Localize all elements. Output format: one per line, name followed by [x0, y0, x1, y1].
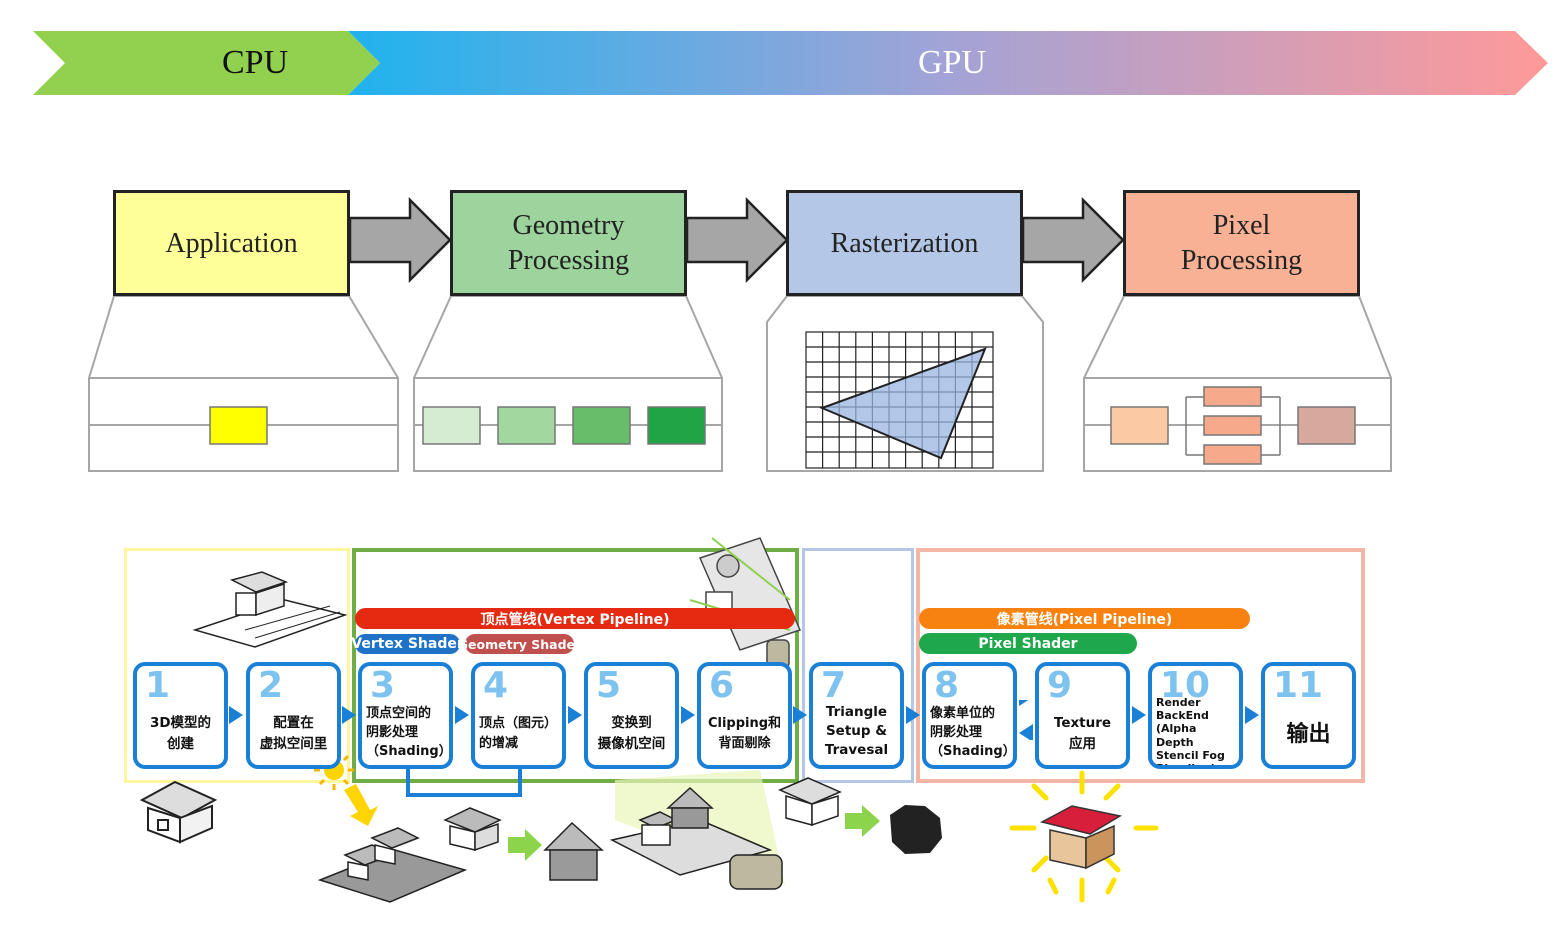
step-number: 1	[145, 665, 171, 706]
vertex-pipeline-label: 顶点管线(Vertex Pipeline)	[355, 608, 795, 629]
step-connectors	[229, 700, 1259, 740]
region-geometry	[352, 548, 799, 783]
pixel-shader-label: Pixel Shader	[919, 633, 1137, 654]
pixel-pipeline-label: 像素管线(Pixel Pipeline)	[919, 608, 1250, 629]
step-number: 5	[596, 665, 622, 706]
step-number: 11	[1273, 665, 1324, 706]
camera-device-icon	[698, 537, 802, 669]
step-number: 3	[370, 665, 396, 706]
step-3: 3 顶点空间的 阴影处理 （Shading）	[358, 662, 453, 769]
textured-house-icon	[1039, 805, 1123, 870]
step-number: 2	[258, 665, 284, 706]
stage-arrow-2	[685, 196, 789, 284]
gpu-arrow	[348, 31, 1548, 95]
step-text: 顶点（图元） 的增减	[479, 716, 558, 751]
glow-rays-icon	[1009, 770, 1159, 903]
stage-application: Application	[113, 190, 350, 296]
connector-arrow	[1245, 706, 1259, 724]
house-on-plane-icon	[192, 571, 348, 648]
step-text: 变换到 摄像机空间	[597, 715, 666, 752]
cpu-gpu-banner	[33, 31, 1548, 95]
cone-house-icon	[543, 821, 604, 881]
vertex-shader-label: Vertex Shader	[351, 634, 464, 654]
house-outline-icon	[778, 777, 842, 827]
house-icon	[139, 780, 218, 844]
region-application	[124, 548, 350, 783]
step-number: 8	[934, 665, 960, 706]
step-text: 配置在 虚拟空间里	[259, 715, 328, 752]
step-2: 2 配置在 虚拟空间里	[246, 662, 341, 769]
geometry-substage-3	[572, 406, 631, 445]
step-8: 8 像素单位的 阴影处理 （Shading）	[922, 662, 1017, 769]
step-6: 6 Clipping和 背面剔除	[697, 662, 792, 769]
geometry-substage-2	[497, 406, 556, 445]
pixel-parallel-block-1	[1203, 386, 1262, 407]
stage-arrow-1	[348, 196, 452, 284]
step-11: 11 输出	[1261, 662, 1356, 769]
step-text: Triangle Setup & Travesal	[824, 704, 889, 758]
step-4: 4 顶点（图元） 的增减	[471, 662, 566, 769]
camera-scene-icon	[609, 786, 783, 890]
step-1: 1 3D模型的 创建	[133, 662, 228, 769]
geometry-substage-4	[647, 406, 706, 445]
houses-on-plane-icon	[317, 827, 468, 903]
step-number: 10	[1160, 665, 1211, 706]
stage-pixel-processing: Pixel Processing	[1123, 190, 1360, 296]
step-7: 7 Triangle Setup & Travesal	[809, 662, 904, 769]
region-rasterization	[802, 548, 914, 783]
connector-arrow	[229, 706, 243, 724]
pipeline-illustrations	[139, 537, 1159, 903]
pixel-parallel-block-3	[1203, 444, 1262, 465]
stage-diagram	[88, 196, 1392, 472]
pixel-output-block	[1297, 406, 1356, 445]
connector-arrow	[1019, 724, 1033, 740]
connector-arrow	[1132, 706, 1146, 724]
connector-arrow	[1019, 700, 1029, 706]
pixel-input-block	[1110, 406, 1169, 445]
step-text: 像素单位的 阴影处理 （Shading）	[930, 706, 1016, 759]
step-text: 顶点空间的 阴影处理 （Shading）	[366, 706, 452, 759]
green-arrow-icon	[508, 829, 542, 861]
step-number: 7	[821, 665, 847, 706]
step-text: 输出	[1286, 722, 1331, 747]
stage-geometry-processing: Geometry Processing	[450, 190, 687, 296]
step-number: 6	[709, 665, 735, 706]
step-number: 4	[483, 665, 509, 706]
stage-rasterization: Rasterization	[786, 190, 1023, 296]
connector-arrow	[455, 706, 469, 724]
connector-arrow	[342, 706, 356, 724]
rasterized-house-icon	[890, 805, 942, 854]
connector-arrow	[681, 706, 695, 724]
step-10: 10 Render BackEnd (Alpha Depth Stencil F…	[1148, 662, 1243, 769]
raster-triangle	[819, 347, 987, 460]
cpu-label: CPU	[222, 44, 289, 81]
cpu-arrow	[33, 31, 380, 95]
step-9: 9 Texture 应用	[1035, 662, 1130, 769]
geometry-substage-1	[422, 406, 481, 445]
stage-arrow-3	[1021, 196, 1125, 284]
step-number: 9	[1047, 665, 1073, 706]
step-text: Texture 应用	[1053, 715, 1112, 752]
connector-arrow	[793, 706, 807, 724]
geometry-shader-label: Geometry Shader	[458, 634, 581, 654]
step-text: Clipping和 背面剔除	[707, 716, 782, 751]
gpu-label: GPU	[918, 44, 987, 81]
connector-arrow	[568, 706, 582, 724]
connector-arrow	[906, 706, 920, 724]
green-arrow-icon-2	[845, 805, 880, 837]
region-pixel	[916, 548, 1365, 783]
pixel-parallel-block-2	[1203, 415, 1262, 436]
step-5: 5 变换到 摄像机空间	[584, 662, 679, 769]
step-text: 3D模型的 创建	[149, 715, 212, 752]
house-small-icon	[443, 807, 502, 852]
application-block	[209, 406, 268, 445]
loop-connector	[406, 765, 522, 797]
